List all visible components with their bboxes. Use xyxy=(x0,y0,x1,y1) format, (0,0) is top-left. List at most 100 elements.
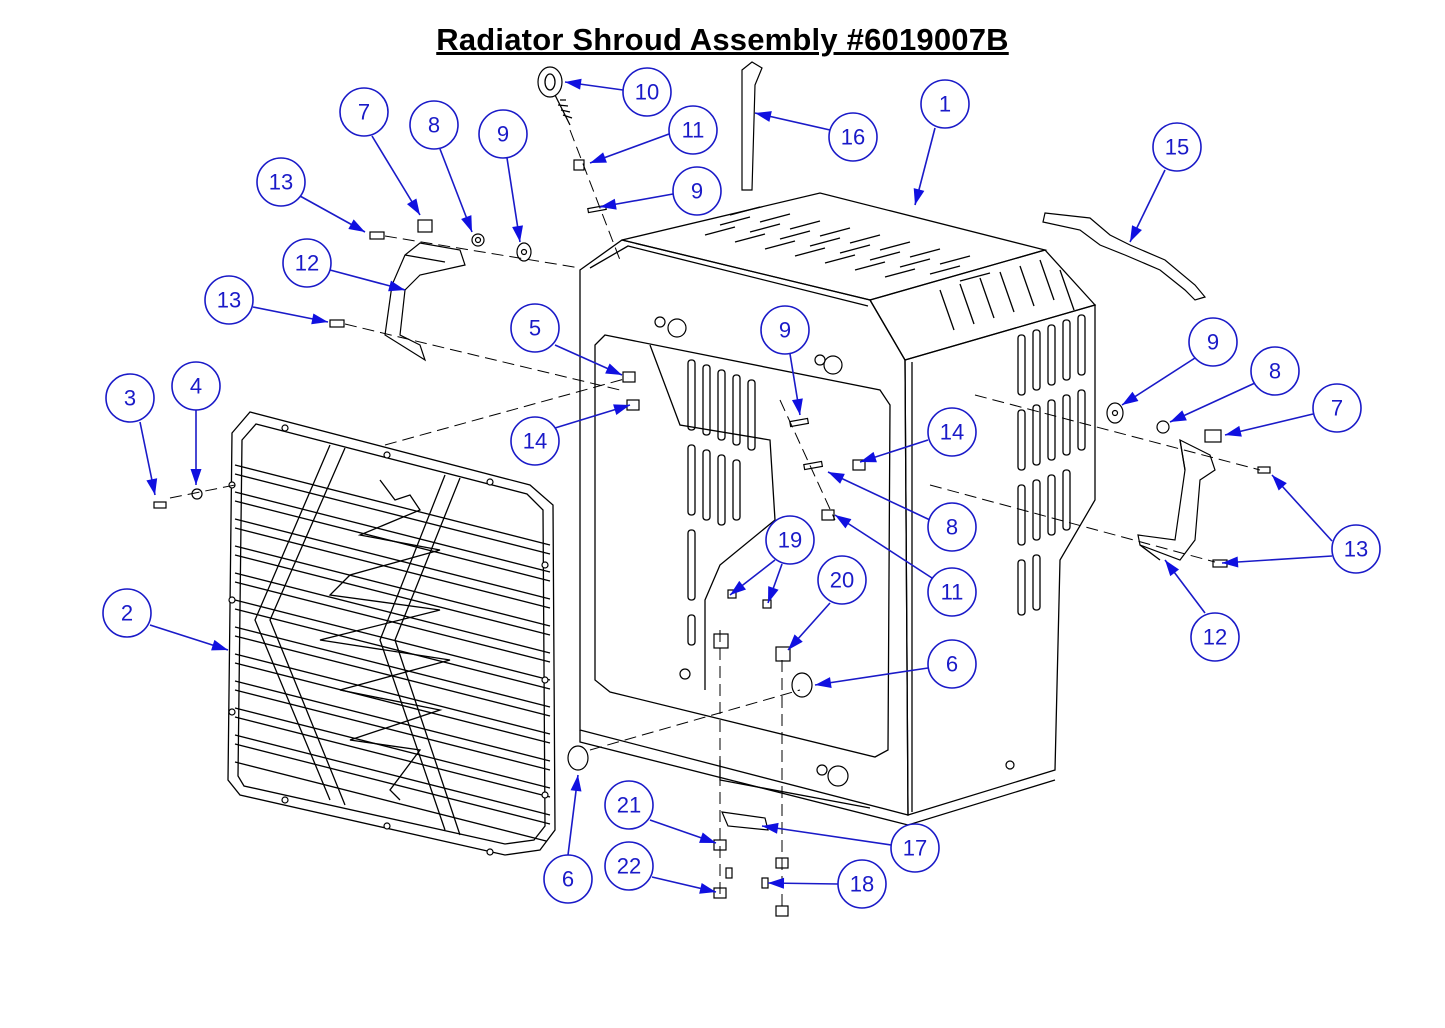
callout-circle xyxy=(256,157,306,207)
callout-number: 8 xyxy=(1269,359,1281,384)
callout-number: 5 xyxy=(529,316,541,341)
callout-leader xyxy=(827,471,931,521)
callout-number: 20 xyxy=(830,568,854,593)
callout-arrowhead xyxy=(1130,225,1142,242)
callout-number: 3 xyxy=(124,386,136,411)
callout-arrowhead xyxy=(348,219,365,232)
callout-7: 7 xyxy=(1224,383,1362,437)
callout-circle xyxy=(1250,346,1300,396)
callout-3: 3 xyxy=(105,373,158,496)
callout-4: 4 xyxy=(171,361,221,485)
callout-circle xyxy=(927,502,977,552)
callout-number: 12 xyxy=(1203,625,1227,650)
callout-arrowhead xyxy=(762,822,779,834)
callout-2: 2 xyxy=(102,588,229,651)
callout-circle xyxy=(409,100,459,150)
callout-leader xyxy=(814,667,929,686)
callout-8: 8 xyxy=(1169,346,1300,423)
callout-arrowhead xyxy=(190,469,202,485)
callout-arrowhead xyxy=(815,677,832,689)
callout-number: 7 xyxy=(1331,396,1343,421)
callout-circle xyxy=(102,588,152,638)
hose-seal-16 xyxy=(741,61,763,191)
callout-number: 14 xyxy=(523,429,547,454)
callout-14: 14 xyxy=(510,404,631,466)
callout-arrowhead xyxy=(146,478,158,495)
callout-8: 8 xyxy=(827,471,977,552)
callout-circle xyxy=(927,639,977,689)
callout-arrowhead xyxy=(590,152,607,163)
callout-circle xyxy=(1312,383,1362,433)
callout-number: 6 xyxy=(562,867,574,892)
callout-9: 9 xyxy=(599,166,722,216)
callout-arrowhead xyxy=(600,198,617,210)
callout-circle xyxy=(1331,524,1381,574)
callout-22: 22 xyxy=(604,841,717,894)
callout-12: 12 xyxy=(282,238,406,292)
callout-10: 10 xyxy=(564,67,672,117)
callout-circle xyxy=(890,823,940,873)
side-vent-slots xyxy=(687,314,1086,646)
callout-number: 14 xyxy=(940,420,964,445)
callout-circle xyxy=(204,275,254,325)
callout-leader xyxy=(761,825,892,846)
callout-number: 21 xyxy=(617,793,641,818)
callout-number: 13 xyxy=(269,170,293,195)
callout-16: 16 xyxy=(754,111,878,162)
callout-arrowhead xyxy=(1222,556,1239,568)
callout-9: 9 xyxy=(1121,317,1238,406)
callout-arrowhead xyxy=(512,225,523,242)
callout-number: 11 xyxy=(682,118,705,143)
callout-leader xyxy=(1221,555,1333,564)
callout-number: 17 xyxy=(903,836,927,861)
callout-17: 17 xyxy=(761,822,940,873)
callout-number: 9 xyxy=(691,179,703,204)
callout-circle xyxy=(478,109,528,159)
callout-leader xyxy=(834,514,933,579)
callout-15: 15 xyxy=(1129,122,1202,243)
callout-number: 9 xyxy=(497,122,509,147)
callout-number: 6 xyxy=(946,652,958,677)
callout-11: 11 xyxy=(589,105,718,164)
callout-arrowhead xyxy=(699,882,716,894)
front-grille xyxy=(227,411,556,856)
callout-circle xyxy=(765,515,815,565)
callout-arrowhead xyxy=(613,404,630,415)
callout-19: 19 xyxy=(729,515,815,604)
callout-13: 13 xyxy=(204,275,329,325)
callout-arrowhead xyxy=(1122,391,1139,405)
callout-circle xyxy=(828,112,878,162)
callout-circle xyxy=(622,67,672,117)
left-handle xyxy=(384,242,466,362)
callout-12: 12 xyxy=(1164,559,1240,662)
callout-circle xyxy=(171,361,221,411)
callout-arrowhead xyxy=(311,313,328,325)
callout-11: 11 xyxy=(834,514,977,617)
callout-circle xyxy=(760,305,810,355)
callout-number: 2 xyxy=(121,601,133,626)
callout-arrowhead xyxy=(835,515,852,529)
callout-circle xyxy=(837,859,887,909)
callout-number: 13 xyxy=(1344,537,1368,562)
callout-arrowhead xyxy=(768,586,779,603)
callout-number: 12 xyxy=(295,251,319,276)
callout-6: 6 xyxy=(543,774,593,904)
callout-21: 21 xyxy=(604,780,717,844)
callout-circle xyxy=(604,780,654,830)
right-handle xyxy=(1137,438,1216,561)
callout-number: 15 xyxy=(1165,135,1189,160)
callout-number: 1 xyxy=(939,92,951,117)
callout-circle xyxy=(817,555,867,605)
callout-arrowhead xyxy=(828,472,845,484)
callout-arrowhead xyxy=(461,215,472,232)
callout-circle xyxy=(604,841,654,891)
callout-13: 13 xyxy=(1221,474,1381,574)
callout-arrowhead xyxy=(388,280,405,292)
callout-circle xyxy=(927,567,977,617)
callout-13: 13 xyxy=(256,157,366,233)
callout-number: 9 xyxy=(779,318,791,343)
callout-arrowhead xyxy=(913,188,925,205)
callout-circle xyxy=(1190,612,1240,662)
callout-number: 18 xyxy=(850,872,874,897)
